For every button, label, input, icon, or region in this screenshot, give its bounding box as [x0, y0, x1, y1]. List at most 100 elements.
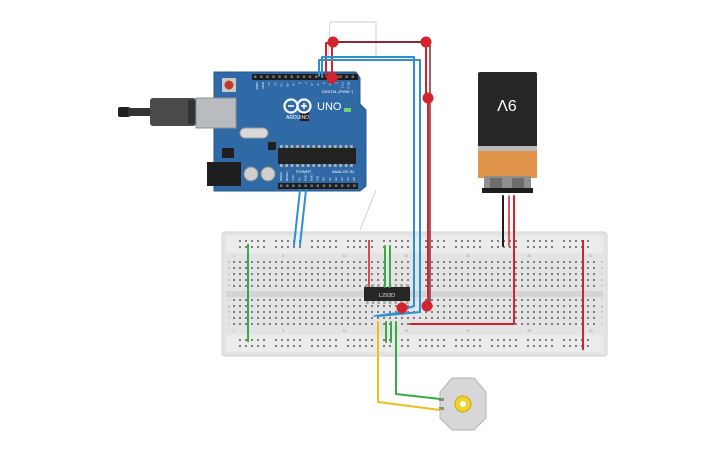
breadboard-hole[interactable] [359, 273, 361, 275]
breadboard-hole[interactable] [473, 267, 475, 269]
breadboard-hole[interactable] [521, 273, 523, 275]
breadboard-hole[interactable] [233, 323, 235, 325]
breadboard-hole[interactable] [275, 323, 277, 325]
breadboard-hole[interactable] [323, 305, 325, 307]
rail-hole[interactable] [311, 339, 313, 341]
rail-hole[interactable] [287, 339, 289, 341]
breadboard-hole[interactable] [515, 317, 517, 319]
breadboard-hole[interactable] [575, 285, 577, 287]
breadboard-hole[interactable] [527, 311, 529, 313]
breadboard-hole[interactable] [563, 311, 565, 313]
rail-hole[interactable] [473, 345, 475, 347]
rail-hole[interactable] [479, 339, 481, 341]
breadboard-hole[interactable] [407, 261, 409, 263]
breadboard-hole[interactable] [305, 299, 307, 301]
breadboard-hole[interactable] [491, 311, 493, 313]
breadboard-hole[interactable] [305, 267, 307, 269]
breadboard-hole[interactable] [509, 279, 511, 281]
header-pin[interactable] [280, 184, 283, 187]
breadboard-hole[interactable] [437, 261, 439, 263]
breadboard-hole[interactable] [359, 305, 361, 307]
breadboard-hole[interactable] [443, 279, 445, 281]
breadboard-hole[interactable] [485, 261, 487, 263]
rail-hole[interactable] [251, 345, 253, 347]
rail-hole[interactable] [263, 240, 265, 242]
rail-hole[interactable] [437, 246, 439, 248]
breadboard-hole[interactable] [551, 273, 553, 275]
breadboard-hole[interactable] [587, 323, 589, 325]
breadboard-hole[interactable] [299, 323, 301, 325]
rail-hole[interactable] [335, 246, 337, 248]
breadboard-hole[interactable] [437, 267, 439, 269]
rail-hole[interactable] [587, 240, 589, 242]
breadboard-hole[interactable] [359, 267, 361, 269]
breadboard-hole[interactable] [431, 267, 433, 269]
breadboard-hole[interactable] [281, 261, 283, 263]
breadboard-hole[interactable] [479, 273, 481, 275]
breadboard-hole[interactable] [515, 273, 517, 275]
breadboard-hole[interactable] [509, 305, 511, 307]
rail-hole[interactable] [425, 240, 427, 242]
breadboard-hole[interactable] [257, 317, 259, 319]
breadboard-hole[interactable] [443, 261, 445, 263]
breadboard-hole[interactable] [269, 267, 271, 269]
wire-green-motor[interactable] [395, 321, 441, 400]
breadboard-hole[interactable] [275, 311, 277, 313]
breadboard-hole[interactable] [575, 311, 577, 313]
breadboard-hole[interactable] [257, 279, 259, 281]
breadboard-hole[interactable] [479, 299, 481, 301]
breadboard-hole[interactable] [557, 299, 559, 301]
header-pin[interactable] [322, 184, 326, 187]
breadboard-hole[interactable] [479, 285, 481, 287]
breadboard-hole[interactable] [467, 273, 469, 275]
breadboard-hole[interactable] [347, 311, 349, 313]
rail-hole[interactable] [569, 345, 571, 347]
breadboard-hole[interactable] [473, 273, 475, 275]
breadboard-hole[interactable] [515, 299, 517, 301]
breadboard-hole[interactable] [353, 311, 355, 313]
breadboard-hole[interactable] [347, 305, 349, 307]
rail-hole[interactable] [365, 246, 367, 248]
breadboard-hole[interactable] [299, 299, 301, 301]
rail-hole[interactable] [473, 240, 475, 242]
rail-hole[interactable] [281, 345, 283, 347]
breadboard-hole[interactable] [239, 273, 241, 275]
breadboard-hole[interactable] [323, 285, 325, 287]
breadboard-hole[interactable] [575, 305, 577, 307]
rail-hole[interactable] [257, 345, 259, 347]
breadboard-hole[interactable] [377, 267, 379, 269]
breadboard-hole[interactable] [593, 311, 595, 313]
breadboard-hole[interactable] [395, 267, 397, 269]
header-pin[interactable] [254, 75, 257, 78]
breadboard-hole[interactable] [401, 317, 403, 319]
breadboard-hole[interactable] [479, 311, 481, 313]
breadboard-hole[interactable] [473, 305, 475, 307]
rail-hole[interactable] [311, 246, 313, 248]
breadboard-hole[interactable] [281, 273, 283, 275]
breadboard-hole[interactable] [263, 273, 265, 275]
breadboard-hole[interactable] [251, 317, 253, 319]
breadboard-hole[interactable] [275, 285, 277, 287]
breadboard-hole[interactable] [281, 305, 283, 307]
rail-hole[interactable] [359, 339, 361, 341]
rail-hole[interactable] [317, 345, 319, 347]
breadboard-hole[interactable] [299, 273, 301, 275]
breadboard-hole[interactable] [269, 279, 271, 281]
breadboard-hole[interactable] [395, 261, 397, 263]
breadboard-hole[interactable] [551, 299, 553, 301]
rail-hole[interactable] [533, 339, 535, 341]
breadboard-hole[interactable] [245, 311, 247, 313]
breadboard-hole[interactable] [527, 267, 529, 269]
breadboard-hole[interactable] [233, 317, 235, 319]
rail-hole[interactable] [437, 339, 439, 341]
rail-hole[interactable] [245, 345, 247, 347]
breadboard-hole[interactable] [539, 305, 541, 307]
breadboard-hole[interactable] [335, 299, 337, 301]
breadboard-hole[interactable] [365, 279, 367, 281]
rail-hole[interactable] [317, 339, 319, 341]
breadboard-hole[interactable] [473, 261, 475, 263]
breadboard-hole[interactable] [263, 299, 265, 301]
rail-hole[interactable] [491, 339, 493, 341]
rail-hole[interactable] [467, 339, 469, 341]
breadboard-hole[interactable] [233, 273, 235, 275]
